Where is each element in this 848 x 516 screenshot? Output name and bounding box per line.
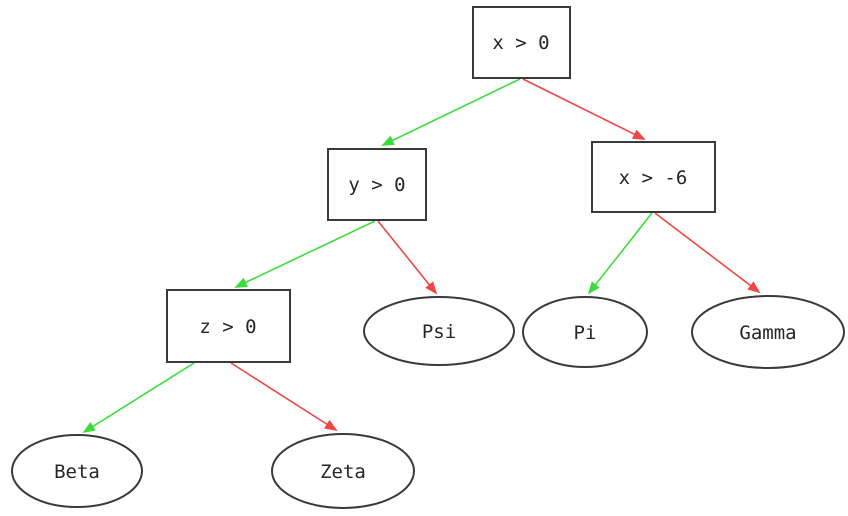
node-gamma: Gamma: [691, 295, 845, 369]
node-psi: Psi: [363, 296, 515, 366]
edge-y-gt-0-to-psi: [377, 220, 438, 295]
node-label: Psi: [422, 321, 456, 343]
node-label: y > 0: [348, 174, 405, 196]
node-label: Beta: [54, 461, 100, 483]
leaf-ellipse: [363, 296, 515, 366]
leaf-ellipse: [11, 434, 143, 508]
edge-x-gt-neg6-to-pi: [587, 212, 653, 295]
leaf-ellipse: [691, 295, 845, 369]
leaf-ellipse: [271, 433, 415, 509]
node-label: x > 0: [492, 32, 549, 54]
edge-x-gt-0-to-x-gt-neg6: [522, 78, 646, 140]
edge-z-gt-0-to-beta: [82, 362, 195, 434]
edge-x-gt-0-to-y-gt-0: [381, 78, 521, 146]
node-label: Gamma: [739, 322, 796, 344]
decision-box: [591, 141, 716, 213]
leaf-ellipse: [522, 296, 648, 368]
node-zeta: Zeta: [271, 433, 415, 509]
node-z-gt-0: z > 0: [166, 289, 291, 363]
node-x-gt-0: x > 0: [472, 6, 571, 79]
node-label: z > 0: [199, 316, 256, 338]
edge-z-gt-0-to-zeta: [230, 362, 338, 432]
decision-box: [472, 6, 571, 79]
decision-box: [327, 148, 427, 221]
node-label: Zeta: [320, 461, 366, 483]
node-beta: Beta: [11, 434, 143, 508]
node-y-gt-0: y > 0: [327, 148, 427, 221]
node-x-gt-neg6: x > -6: [591, 141, 716, 213]
node-label: Pi: [574, 322, 597, 344]
edges-layer: [82, 78, 761, 434]
node-pi: Pi: [522, 296, 648, 368]
decision-box: [166, 289, 291, 363]
node-label: x > -6: [619, 167, 688, 189]
edge-x-gt-neg6-to-gamma: [654, 212, 761, 294]
edge-y-gt-0-to-z-gt-0: [234, 220, 376, 288]
